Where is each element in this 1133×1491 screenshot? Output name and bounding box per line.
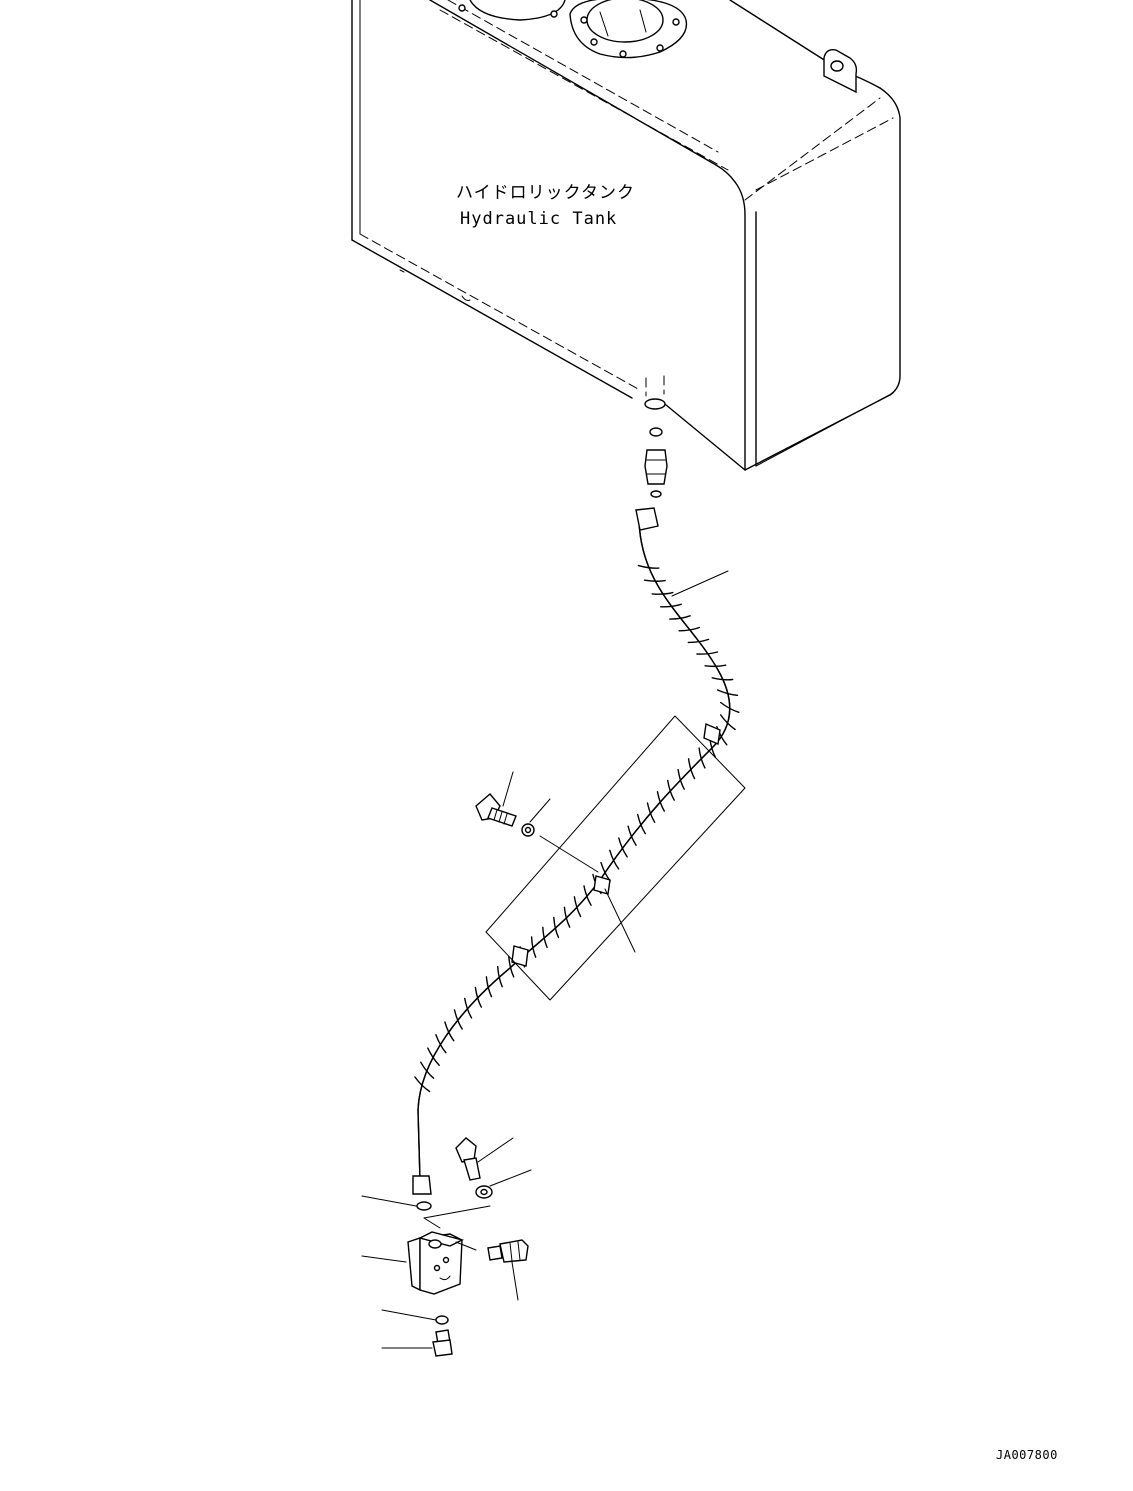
spiral-wrap — [508, 956, 515, 978]
spiral-wrap — [627, 825, 637, 846]
spiral-wrap — [716, 689, 739, 696]
clamp-callout-box — [485, 715, 746, 1001]
tank-label-english: Hydraulic Tank — [460, 209, 617, 229]
hydraulic-tank: ハイドロリックタンク Hydraulic Tank — [351, 0, 901, 471]
spiral-wrap — [720, 701, 740, 713]
clamp-bolt-upper — [475, 793, 517, 827]
tank-label-japanese: ハイドロリックタンク — [456, 183, 635, 203]
spiral-wrap — [618, 837, 628, 858]
bracket-washer — [475, 1185, 493, 1199]
spiral-wrap — [435, 1034, 447, 1054]
valve-block — [407, 1205, 491, 1295]
spiral-wrap — [485, 976, 493, 998]
spiral-wrap — [530, 936, 537, 958]
spiral-wrap — [669, 615, 691, 620]
spiral-guard — [414, 564, 740, 1093]
spiral-wrap — [542, 926, 548, 949]
spiral-wrap — [656, 791, 665, 812]
spiral-wrap — [667, 779, 675, 801]
o-ring-upper — [416, 1201, 432, 1211]
spiral-wrap — [704, 664, 727, 668]
spiral-wrap — [573, 896, 582, 918]
spiral-wrap — [420, 1061, 435, 1079]
spiral-wrap — [474, 986, 482, 1008]
spiral-wrap — [637, 564, 660, 569]
spiral-wrap — [464, 997, 473, 1019]
spiral-wrap — [643, 579, 666, 582]
spiral-wrap — [660, 603, 682, 608]
side-fitting — [487, 1239, 529, 1263]
spiral-wrap — [687, 638, 710, 644]
spiral-wrap — [427, 1047, 440, 1066]
spiral-wrap — [497, 965, 503, 988]
spiral-wrap — [553, 916, 560, 939]
drain-plug — [432, 1329, 453, 1357]
spiral-wrap — [677, 768, 685, 790]
bracket-bolt — [455, 1137, 481, 1181]
o-ring-lower — [435, 1315, 449, 1325]
drawing-code: JA007800 — [996, 1448, 1058, 1462]
spiral-wrap — [711, 677, 734, 681]
spiral-wrap — [698, 747, 706, 769]
spiral-wrap — [453, 1009, 463, 1030]
spiral-wrap — [444, 1021, 455, 1042]
hydraulic-hose — [412, 507, 740, 1195]
spiral-wrap — [637, 813, 646, 835]
spiral-wrap — [687, 758, 696, 780]
spiral-wrap — [719, 714, 736, 731]
spiral-wrap — [609, 849, 620, 870]
tank-adapter-fitting — [644, 427, 668, 498]
leader-lines — [361, 570, 729, 1349]
spiral-wrap — [678, 626, 701, 632]
spiral-wrap — [646, 802, 656, 823]
spiral-wrap — [651, 591, 674, 595]
clamp-washer-upper — [521, 823, 535, 837]
spiral-wrap — [696, 651, 719, 655]
spiral-wrap — [583, 885, 592, 906]
spiral-wrap — [414, 1076, 431, 1093]
spiral-wrap — [563, 906, 571, 928]
